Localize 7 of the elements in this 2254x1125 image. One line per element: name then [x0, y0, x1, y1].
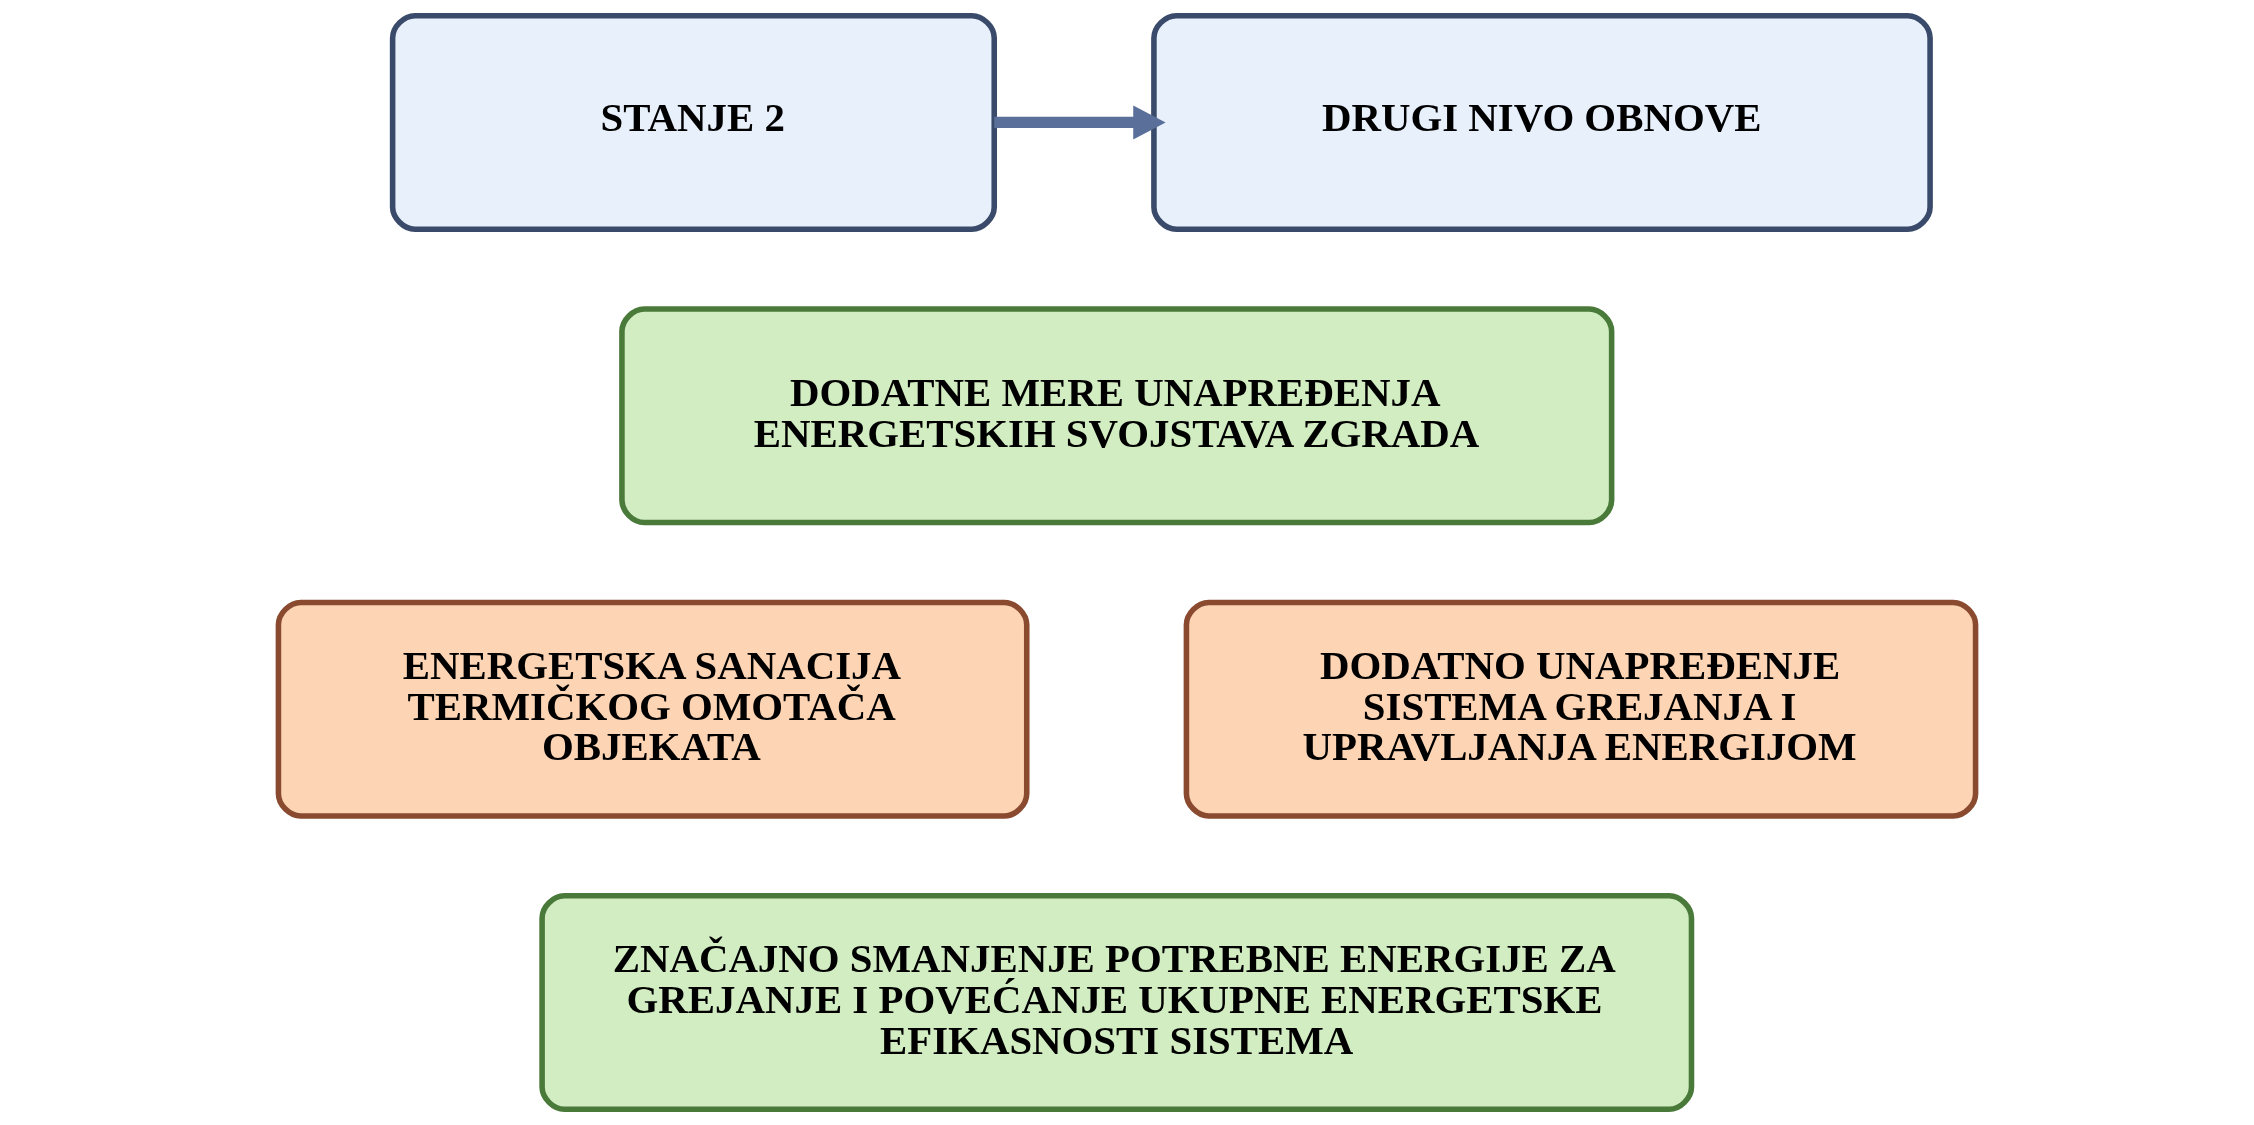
node-box: STANJE 2 [389, 12, 998, 232]
arrow [994, 105, 1166, 140]
node-box: DODATNO UNAPREĐENJE SISTEMA GREJANJA I UPRAVLJANJA ENERGIJOM [1183, 599, 1979, 819]
node-box: DRUGI NIVO OBNOVE [1151, 12, 1933, 232]
node-box: ENERGETSKA SANACIJA TERMIČKOG OMOTAČA OBJEKATA [275, 599, 1030, 819]
node-box: ZNAČAJNO SMANJENJE POTREBNE ENERGIJE ZA GREJANJE I POVEĆANJE UKUPNE ENERGETSKE EFIKASNOSTI SISTEMA [539, 893, 1695, 1113]
node-box: DODATNE MERE UNAPREĐENJA ENERGETSKIH SVOJSTAVA ZGRADA [619, 306, 1615, 526]
